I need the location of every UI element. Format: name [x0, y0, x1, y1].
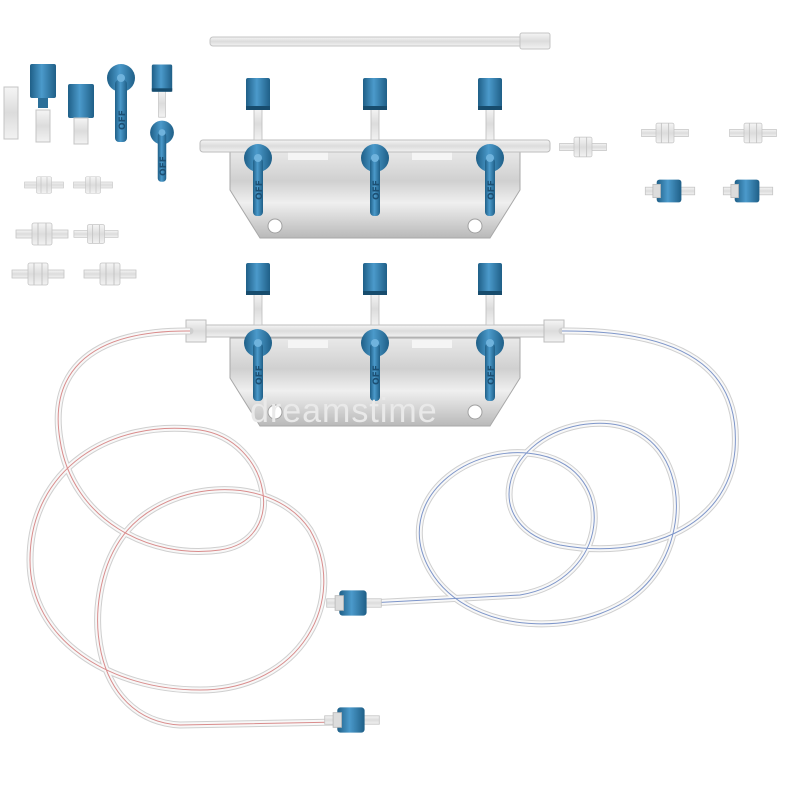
manifold-plate-icon: [185, 262, 565, 427]
blue-connector-icon: [644, 179, 774, 203]
watermark: dreamstime: [250, 392, 438, 430]
tube-icon: [366, 327, 739, 628]
blue-connector-icon: [324, 706, 380, 734]
blue-connector-icon: [326, 589, 382, 617]
rod-icon: [209, 32, 551, 50]
manifold-plate-icon: [199, 77, 551, 239]
stopcock-icon: [149, 64, 175, 183]
lever-icon: [107, 64, 135, 142]
tube-icon: [26, 327, 344, 729]
cap-icon: [3, 64, 94, 145]
